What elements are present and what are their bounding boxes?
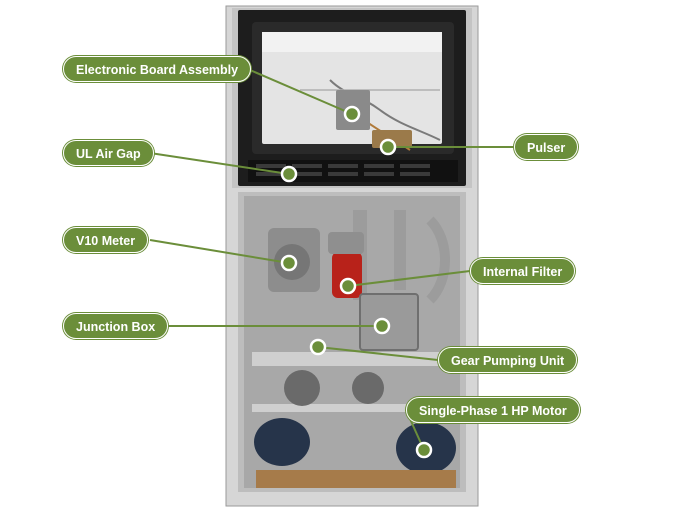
callout-marker-gear-pumping-unit [309,338,327,356]
callout-marker-electronic-board-assembly [343,105,361,123]
callout-label-v10-meter: V10 Meter [63,227,149,253]
callout-marker-junction-box [373,317,391,335]
callout-label-gear-pumping-unit: Gear Pumping Unit [438,347,578,373]
callout-line-ul-air-gap [149,152,290,175]
callout-marker-internal-filter [339,277,357,295]
callout-markers [280,105,433,459]
callout-marker-ul-air-gap [280,165,298,183]
callout-label-internal-filter: Internal Filter [470,258,576,284]
callout-marker-single-phase-motor [415,441,433,459]
callout-marker-pulser [379,138,397,156]
callout-line-gear-pumping-unit [317,346,439,361]
callout-label-ul-air-gap: UL Air Gap [63,140,154,166]
hydraulics-bay [238,192,466,492]
callout-label-pulser: Pulser [514,134,579,160]
upper-electronics-enclosure [238,10,466,186]
callout-lines [149,69,514,451]
callout-marker-v10-meter [280,254,298,272]
callout-line-internal-filter [347,270,471,287]
callout-line-v10-meter [149,239,290,264]
callout-label-electronic-board-assembly: Electronic Board Assembly [63,56,252,82]
callout-line-electronic-board-assembly [249,69,353,115]
callout-label-single-phase-motor: Single-Phase 1 HP Motor [406,397,580,423]
callout-label-junction-box: Junction Box [63,313,169,339]
